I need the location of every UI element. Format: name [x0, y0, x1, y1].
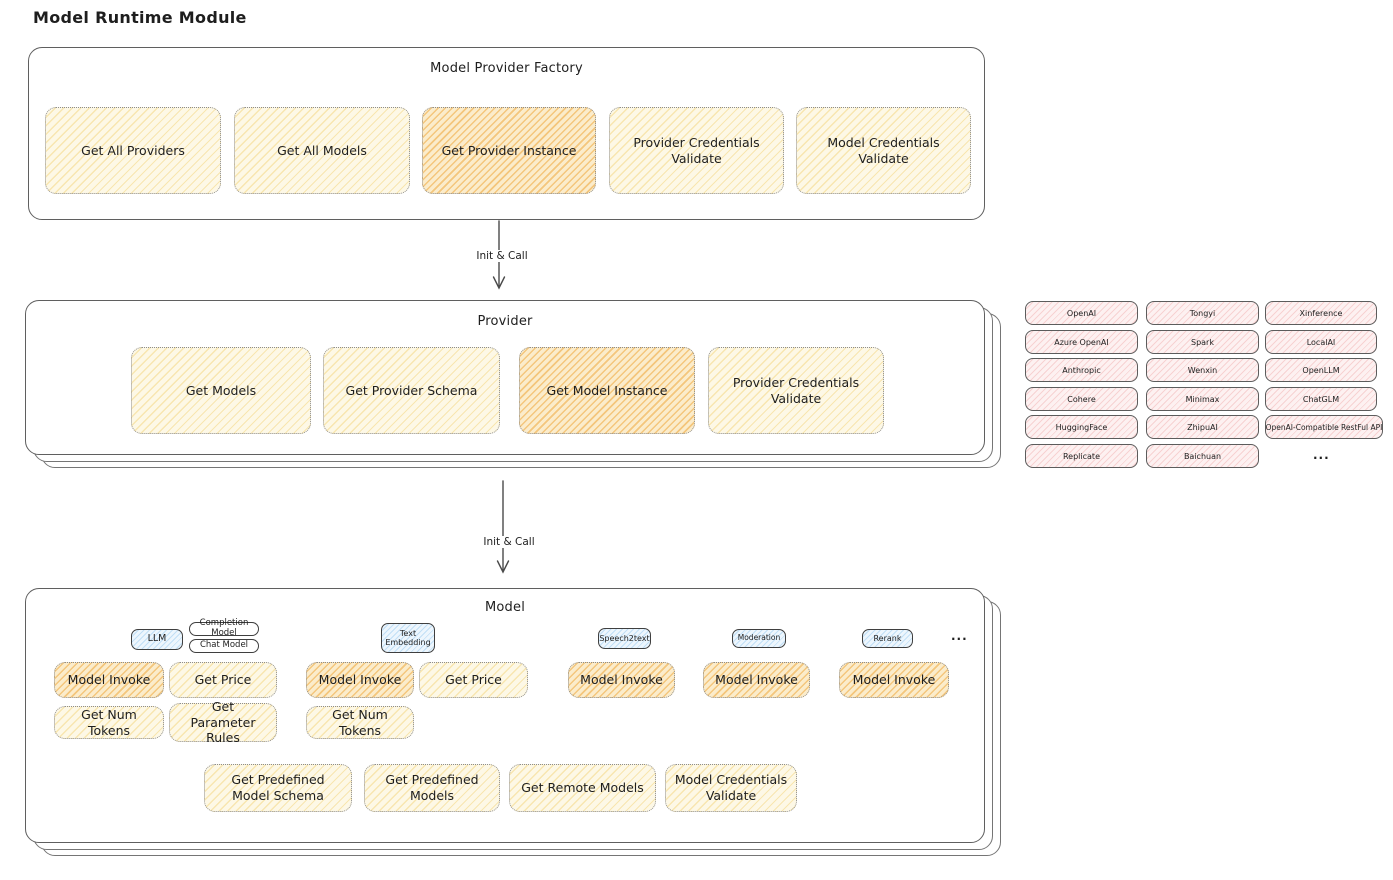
provider-panel-body: Provider Get Models Get Provider Schema … — [25, 300, 985, 455]
provider-button-get-model-instance[interactable]: Get Model Instance — [519, 347, 695, 434]
provider-item-anthropic[interactable]: Anthropic — [1025, 358, 1138, 382]
providers-grid-ellipsis: ... — [1313, 448, 1330, 462]
page-title: Model Runtime Module — [33, 8, 247, 27]
model-type-pill-completion-model[interactable]: Completion Model — [189, 618, 259, 638]
llm-get-num-tokens-button[interactable]: Get Num Tokens — [54, 706, 164, 739]
provider-item-azure-openai[interactable]: Azure OpenAI — [1025, 330, 1138, 354]
model-panel-body: Model LLM Completion Model Chat Model Te… — [25, 588, 985, 843]
arrow-label-init-call-2: Init & Call — [458, 536, 560, 548]
moderation-model-invoke-button[interactable]: Model Invoke — [703, 662, 810, 698]
model-get-predefined-model-schema-button[interactable]: Get Predefined Model Schema — [204, 764, 352, 812]
provider-item-huggingface[interactable]: HuggingFace — [1025, 415, 1138, 439]
model-type-pill-chat-model[interactable]: Chat Model — [189, 639, 259, 653]
model-type-pill-text-embedding[interactable]: Text Embedding — [381, 623, 435, 653]
text-embedding-get-num-tokens-button[interactable]: Get Num Tokens — [306, 706, 414, 739]
factory-button-get-all-models[interactable]: Get All Models — [234, 107, 410, 194]
provider-item-spark[interactable]: Spark — [1146, 330, 1259, 354]
provider-item-baichuan[interactable]: Baichuan — [1146, 444, 1259, 468]
provider-item-replicate[interactable]: Replicate — [1025, 444, 1138, 468]
factory-button-get-provider-instance[interactable]: Get Provider Instance — [422, 107, 596, 194]
provider-panel[interactable]: Provider Get Models Get Provider Schema … — [25, 300, 1001, 468]
model-type-pill-rerank[interactable]: Rerank — [862, 629, 913, 648]
provider-item-cohere[interactable]: Cohere — [1025, 387, 1138, 411]
provider-title: Provider — [477, 314, 533, 329]
provider-item-xinference[interactable]: Xinference — [1265, 301, 1377, 325]
model-get-remote-models-button[interactable]: Get Remote Models — [509, 764, 656, 812]
provider-item-zhipuai[interactable]: ZhipuAI — [1146, 415, 1259, 439]
provider-button-get-models[interactable]: Get Models — [131, 347, 311, 434]
provider-item-openllm[interactable]: OpenLLM — [1265, 358, 1377, 382]
llm-model-invoke-button[interactable]: Model Invoke — [54, 662, 164, 698]
arrow-label-init-call-1: Init & Call — [451, 250, 553, 262]
model-type-pill-speech2text[interactable]: Speech2text — [598, 628, 651, 649]
model-panel[interactable]: Model LLM Completion Model Chat Model Te… — [25, 588, 1001, 856]
provider-item-minimax[interactable]: Minimax — [1146, 387, 1259, 411]
llm-get-price-button[interactable]: Get Price — [169, 662, 277, 698]
factory-button-provider-credentials-validate[interactable]: Provider Credentials Validate — [609, 107, 784, 194]
factory-title: Model Provider Factory — [430, 61, 583, 76]
factory-panel[interactable]: Model Provider Factory Get All Providers… — [28, 47, 985, 220]
model-get-predefined-models-button[interactable]: Get Predefined Models — [364, 764, 500, 812]
model-model-credentials-validate-button[interactable]: Model Credentials Validate — [665, 764, 797, 812]
model-types-ellipsis: ... — [951, 629, 968, 643]
provider-item-chatglm[interactable]: ChatGLM — [1265, 387, 1377, 411]
factory-panel-body: Model Provider Factory Get All Providers… — [28, 47, 985, 220]
provider-item-openai[interactable]: OpenAI — [1025, 301, 1138, 325]
provider-button-get-provider-schema[interactable]: Get Provider Schema — [323, 347, 500, 434]
factory-button-get-all-providers[interactable]: Get All Providers — [45, 107, 221, 194]
model-type-pill-llm[interactable]: LLM — [131, 629, 183, 650]
text-embedding-model-invoke-button[interactable]: Model Invoke — [306, 662, 414, 698]
model-type-pill-moderation[interactable]: Moderation — [732, 629, 786, 648]
llm-get-parameter-rules-button[interactable]: Get Parameter Rules — [169, 699, 277, 745]
provider-item-openai-compatible-restful-api[interactable]: OpenAI-Compatible RestFul API — [1265, 415, 1383, 439]
text-embedding-get-price-button[interactable]: Get Price — [419, 662, 528, 698]
rerank-model-invoke-button[interactable]: Model Invoke — [839, 662, 949, 698]
speech2text-model-invoke-button[interactable]: Model Invoke — [568, 662, 675, 698]
provider-button-provider-credentials-validate[interactable]: Provider Credentials Validate — [708, 347, 884, 434]
model-title: Model — [484, 600, 526, 615]
provider-item-tongyi[interactable]: Tongyi — [1146, 301, 1259, 325]
arrow-provider-to-model — [496, 480, 510, 574]
provider-item-wenxin[interactable]: Wenxin — [1146, 358, 1259, 382]
factory-button-model-credentials-validate[interactable]: Model Credentials Validate — [796, 107, 971, 194]
provider-item-localai[interactable]: LocalAI — [1265, 330, 1377, 354]
